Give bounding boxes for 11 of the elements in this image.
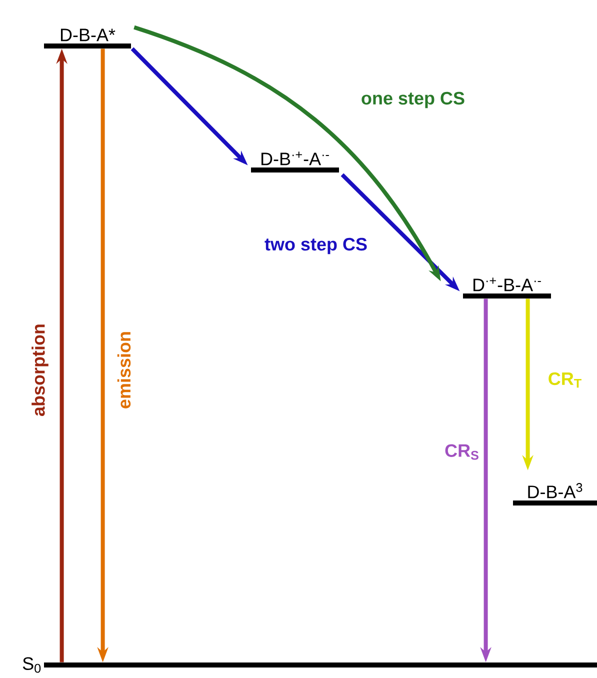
state-label: S$_{0}$ — [22, 657, 41, 673]
edge-label: CR$_{T}$ — [548, 372, 582, 388]
state-label: D-B-A$^{3}$ — [528, 483, 582, 498]
state-label: D-B-A* — [60, 28, 116, 42]
edge-label: emission — [117, 332, 131, 408]
edge-label: two step CS — [264, 238, 367, 254]
state-label: D-B$^{·+}$-A$^{·-}$ — [262, 152, 329, 166]
edge-label: CR$_{S}$ — [445, 444, 478, 460]
state-label: D$^{·+}$-B-A$^{·-}$ — [474, 278, 541, 292]
edge-label: one step CS — [362, 92, 464, 108]
edge-label: absorption — [32, 324, 48, 416]
